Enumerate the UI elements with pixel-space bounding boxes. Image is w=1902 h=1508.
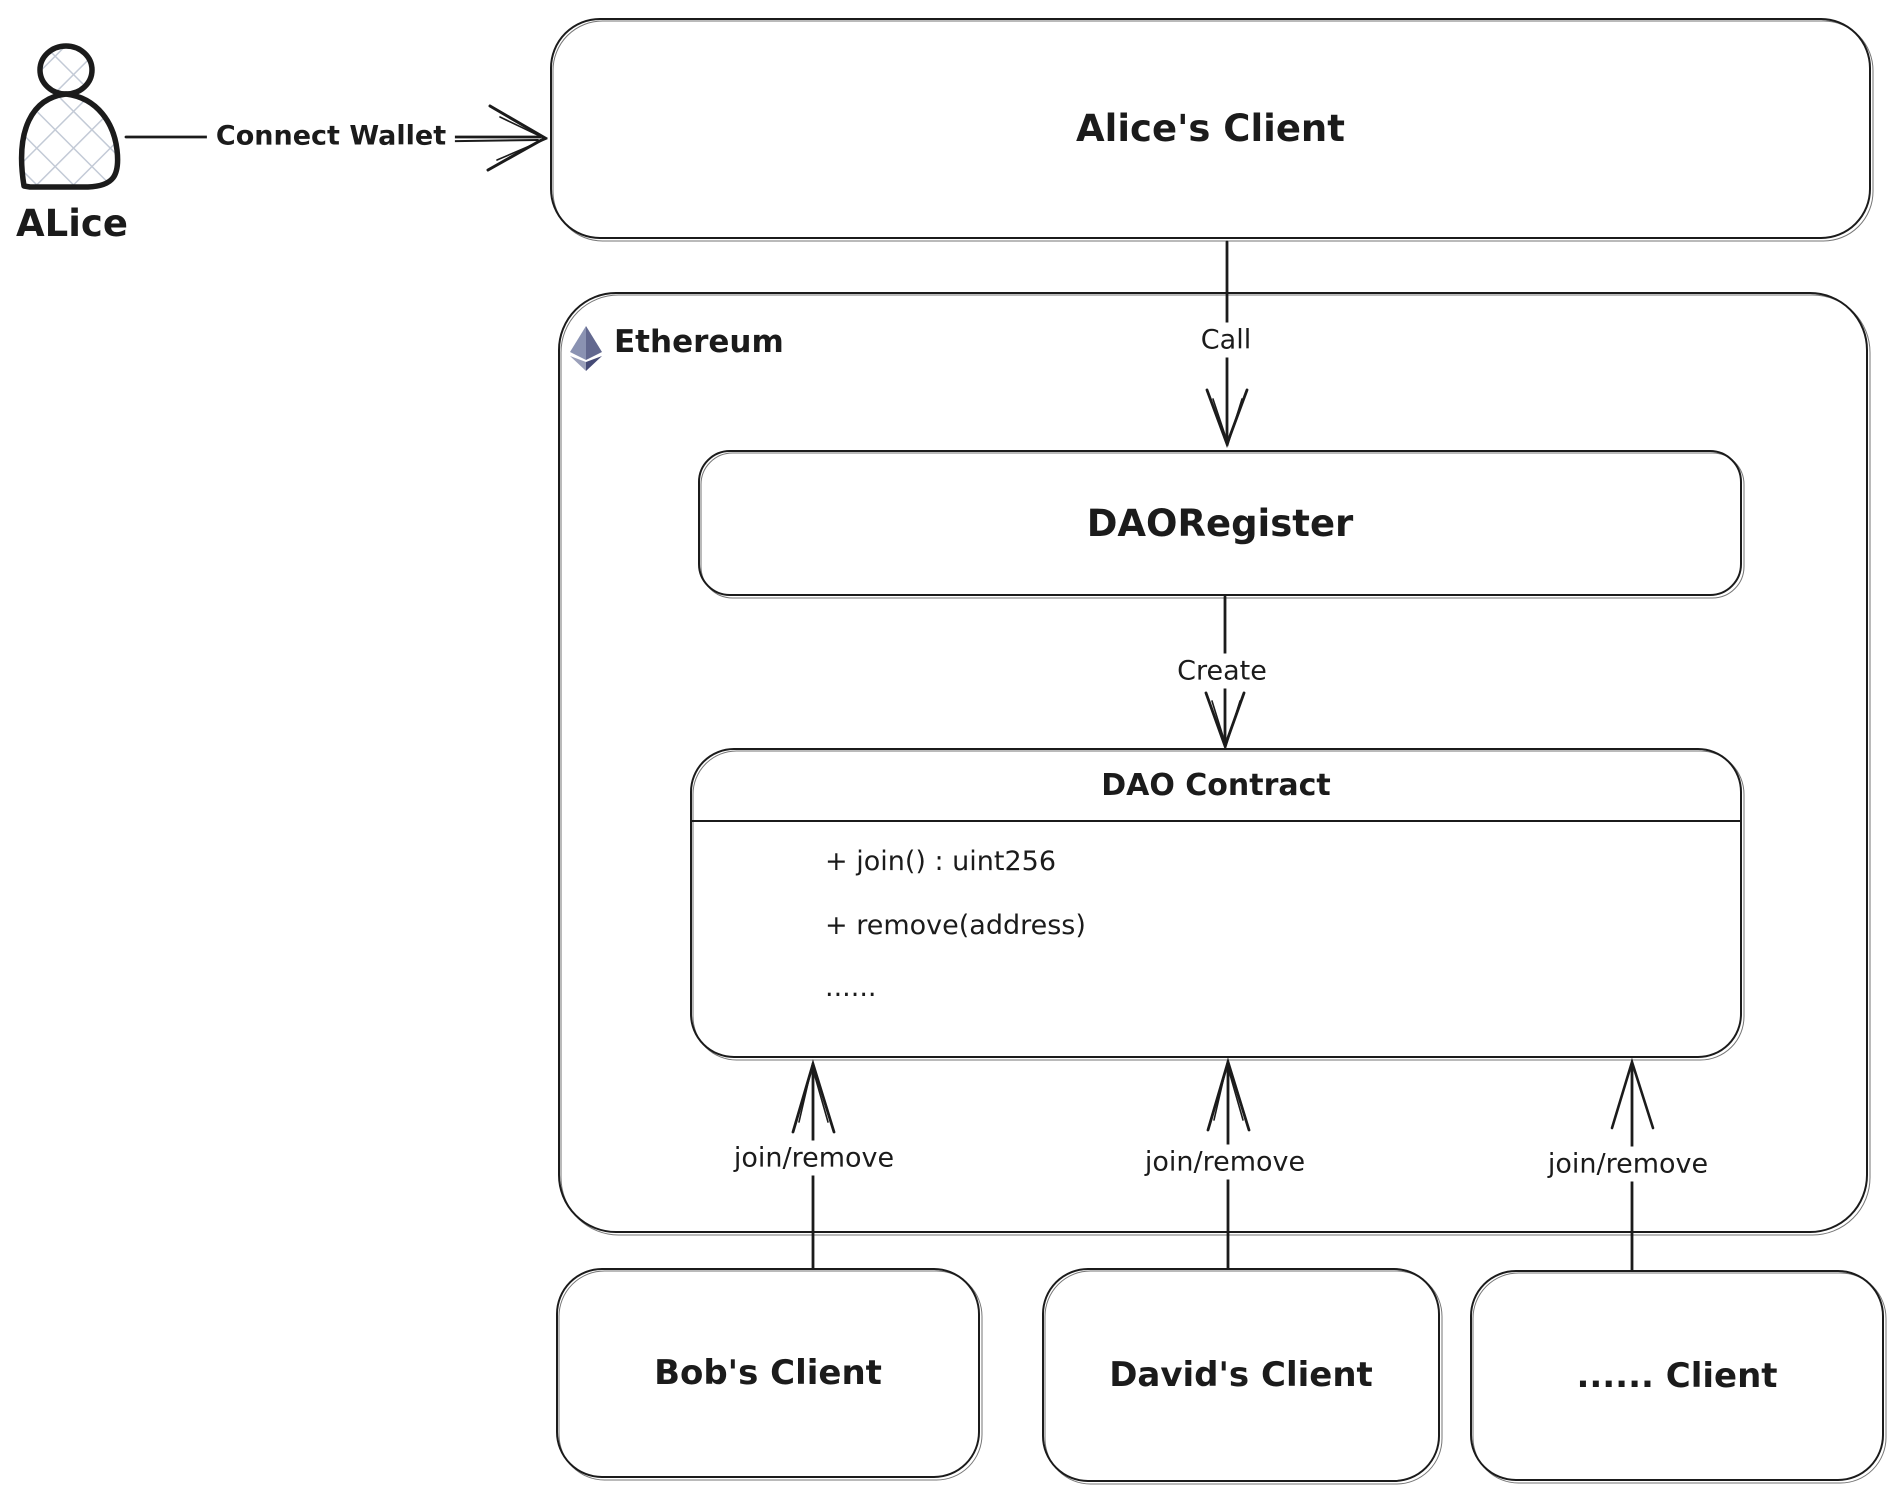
dao-contract-header: DAO Contract — [692, 750, 1740, 822]
actor-label: ALice — [16, 202, 128, 245]
node-alice-client: Alice's Client — [550, 18, 1871, 239]
join-remove-label-right: join/remove — [1538, 1146, 1718, 1182]
dao-contract-method-ellipsis: ...... — [825, 972, 877, 1003]
node-dao-contract: DAO Contract + join() : uint256 + remove… — [690, 748, 1742, 1058]
node-ethereum-container — [558, 292, 1868, 1233]
dao-contract-title: DAO Contract — [1101, 767, 1331, 803]
dao-contract-method-remove: + remove(address) — [825, 910, 1086, 941]
node-bob-client: Bob's Client — [556, 1268, 980, 1478]
node-dao-register: DAORegister — [698, 450, 1742, 596]
node-bob-client-label: Bob's Client — [654, 1353, 882, 1393]
call-label: Call — [1191, 322, 1261, 358]
actor-person-icon — [18, 43, 121, 190]
create-label: Create — [1168, 653, 1276, 689]
node-other-client: ...... Client — [1470, 1270, 1884, 1481]
node-dao-register-label: DAORegister — [1086, 501, 1354, 545]
join-remove-label-left: join/remove — [724, 1140, 904, 1176]
join-remove-label-middle: join/remove — [1135, 1144, 1315, 1180]
node-david-client: David's Client — [1042, 1268, 1440, 1482]
node-alice-client-label: Alice's Client — [1076, 107, 1345, 150]
connect-wallet-label: Connect Wallet — [206, 118, 456, 154]
dao-contract-method-join: + join() : uint256 — [825, 846, 1057, 877]
node-david-client-label: David's Client — [1109, 1355, 1373, 1395]
node-other-client-label: ...... Client — [1576, 1355, 1778, 1396]
ethereum-label: Ethereum — [614, 324, 784, 360]
